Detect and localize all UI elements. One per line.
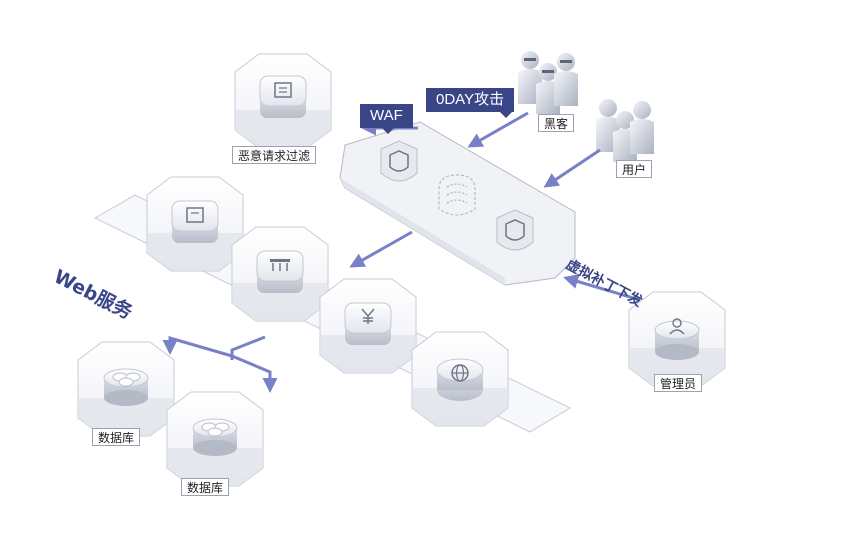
tag-waf-pointer xyxy=(382,128,394,134)
arrow-zeroday-to-waf xyxy=(467,111,529,148)
web-server-cube-3 xyxy=(344,302,392,345)
web-server-cube-2 xyxy=(256,250,304,293)
connector-db-left xyxy=(162,336,233,358)
label-database-2: 数据库 xyxy=(181,478,230,496)
arrow-admin-to-waf xyxy=(563,274,641,302)
web-server-cube-1 xyxy=(171,200,219,243)
hacker-icon xyxy=(518,51,578,114)
filter-server-cube xyxy=(259,75,307,118)
shield-icon-left xyxy=(380,140,418,182)
label-database-1: 数据库 xyxy=(92,428,141,446)
database-icon-2 xyxy=(192,418,238,456)
tag-waf: WAF xyxy=(360,104,413,128)
web-server-cube-4 xyxy=(436,358,484,401)
tag-zeroday: 0DAY攻击 xyxy=(426,88,515,112)
hex-tile-web-4 xyxy=(411,331,509,427)
arrow-user-to-waf xyxy=(543,148,601,188)
label-hacker: 黑客 xyxy=(538,114,575,132)
admin-server-icon xyxy=(654,318,700,360)
label-filter: 恶意请求过滤 xyxy=(232,146,317,164)
user-icon xyxy=(596,99,654,162)
brain-icon xyxy=(438,174,476,216)
label-admin: 管理员 xyxy=(654,374,703,392)
shield-icon-right xyxy=(496,209,534,251)
arrow-waf-to-web xyxy=(349,230,413,268)
connector-web-to-db xyxy=(230,335,270,390)
tag-zeroday-pointer xyxy=(500,112,512,118)
label-user: 用户 xyxy=(616,160,653,178)
database-icon-1 xyxy=(103,368,149,406)
